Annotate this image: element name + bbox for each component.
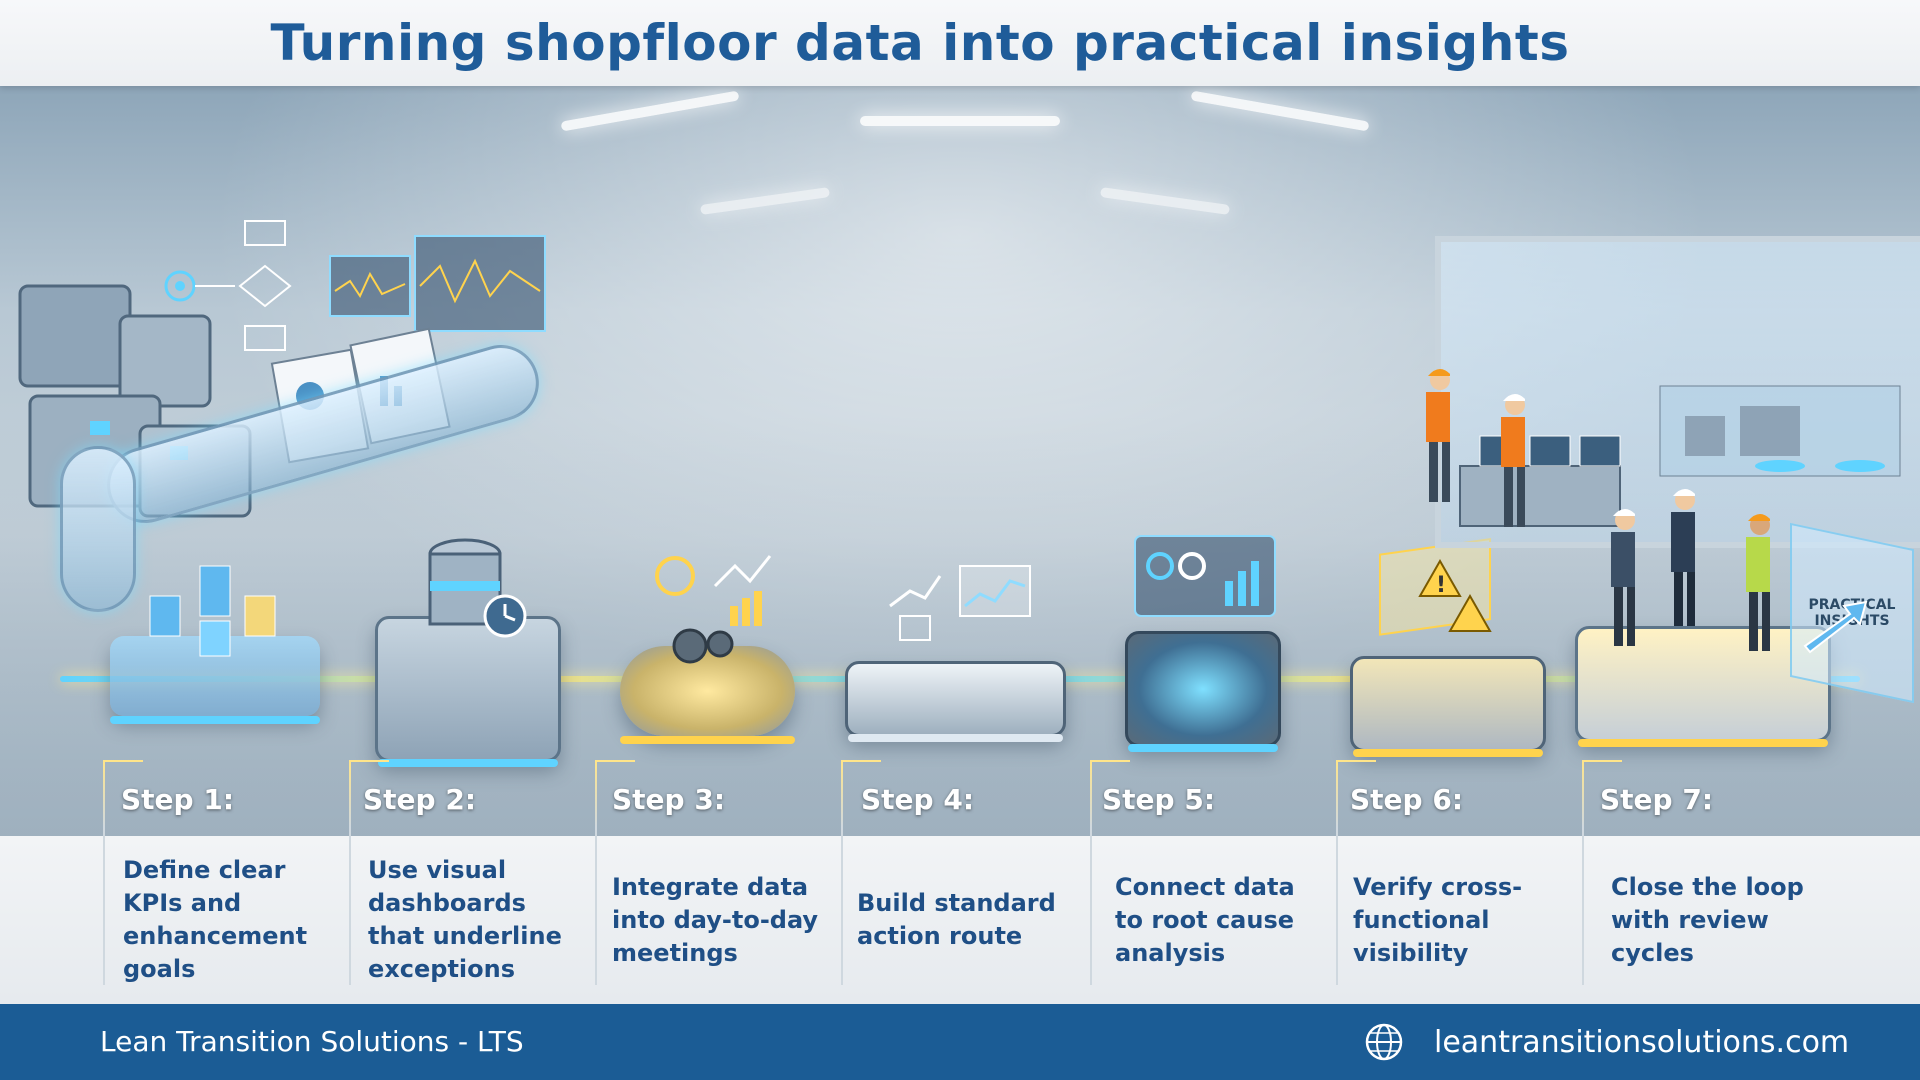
step-2-platform [375, 616, 561, 767]
ceiling-light [699, 187, 831, 215]
step-5-heading: Step 5: [1102, 783, 1216, 816]
step-4-divider [841, 760, 881, 985]
database-icon [428, 538, 527, 638]
step-7-text: Close the loop with review cycles [1611, 872, 1804, 967]
step-6-heading: Step 6: [1350, 783, 1464, 816]
worker-figure [1426, 369, 1450, 502]
step-6-platform [1350, 656, 1546, 757]
step-1-text: Define clear KPIs and enhancement goals [123, 856, 308, 983]
website-link[interactable]: leantransitionsolutions.com [1434, 1025, 1850, 1060]
ceiling-light [560, 90, 740, 132]
step-4-text: Build standard action route [857, 889, 1056, 950]
bridge-icon [889, 565, 1031, 641]
footer-bar [0, 1004, 1920, 1080]
step-6-text: Verify cross-functional visibility [1353, 872, 1523, 967]
ceiling-light [1190, 90, 1370, 132]
title-bar: Turning shopfloor data into practical in… [0, 0, 1920, 86]
step-3-divider [595, 760, 635, 985]
step-2-divider [349, 760, 389, 985]
step-4-heading: Step 4: [861, 783, 975, 816]
steps-text-panel [0, 836, 1920, 1004]
data-pipe [60, 446, 136, 612]
step-3-text: Integrate data into day-to-day meetings [612, 872, 819, 967]
svg-text:!: ! [1436, 573, 1446, 598]
warning-icon: ! [1379, 537, 1492, 636]
ceiling-light [1099, 187, 1231, 215]
gears-icon [655, 555, 772, 664]
worker-figure [1611, 509, 1635, 646]
globe-icon [1365, 1023, 1403, 1061]
step-6-divider [1336, 760, 1376, 985]
step-5-divider [1090, 760, 1130, 985]
step-5-text: Connect data to root cause analysis [1115, 872, 1295, 967]
worker-figure [1746, 514, 1770, 651]
step-5-platform [1125, 631, 1281, 752]
step-2-text: Use visual dashboards that underline exc… [368, 856, 562, 983]
ceiling-light [860, 116, 1060, 126]
page-title: Turning shopfloor data into practical in… [270, 14, 1570, 72]
worker-figure [1671, 489, 1695, 626]
valve-icon [1134, 535, 1276, 617]
step-2-heading: Step 2: [363, 783, 477, 816]
data-cubes-icon [149, 565, 276, 657]
step-1-divider [103, 760, 143, 985]
footer-brand: Lean Transition Solutions - LTS [100, 1025, 524, 1058]
step-7-heading: Step 7: [1600, 783, 1714, 816]
step-1-heading: Step 1: [121, 783, 235, 816]
factory-illustration: ! [0, 86, 1920, 836]
step-7-divider [1582, 760, 1622, 985]
control-room-graphic [1459, 385, 1901, 527]
step-4-platform [845, 661, 1066, 742]
step-3-platform [620, 646, 795, 744]
worker-figure [1501, 394, 1525, 527]
arrow-up-right-icon [1803, 600, 1868, 654]
step-3-heading: Step 3: [612, 783, 726, 816]
